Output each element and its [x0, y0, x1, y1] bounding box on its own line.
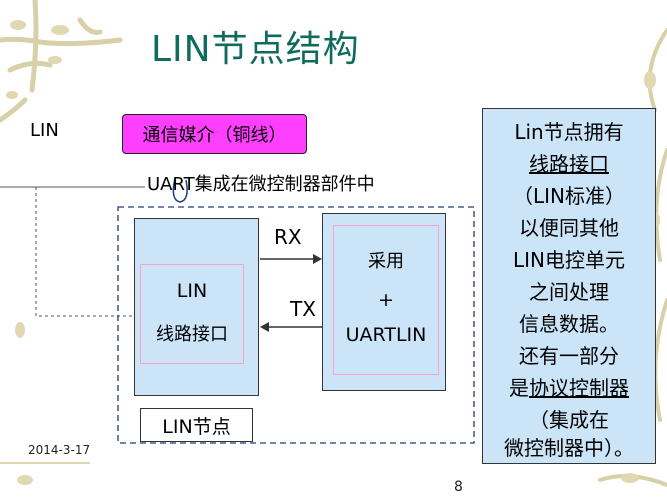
desc-line-3: （LIN标准）: [512, 184, 625, 208]
desc-line-2: 线路接口: [529, 152, 609, 176]
controller-line-1: 采用: [368, 251, 404, 272]
lin-node-caption: LIN节点: [140, 408, 253, 442]
lin-interface-subtitle: 线路接口: [156, 324, 228, 345]
page-title: LIN节点结构: [151, 29, 360, 70]
desc-line-6: 之间处理: [529, 280, 609, 304]
uart-note: UART集成在微控制器部件中: [147, 174, 375, 195]
lin-interface-box: [134, 218, 259, 396]
lin-interface-title: LIN: [176, 280, 208, 302]
lin-interface-inner: [140, 264, 244, 364]
desc-line-5: LIN电控单元: [512, 248, 625, 272]
desc-line-9-protocol: 协议控制器: [529, 376, 629, 400]
description-panel: [482, 108, 656, 464]
desc-line-9-prefix: 是: [509, 376, 529, 400]
desc-line-4: 以便同其他: [519, 216, 619, 240]
desc-line-9: 是协议控制器: [482, 372, 656, 401]
lin-bus-label: LIN: [30, 120, 59, 141]
desc-line-7: 信息数据。: [519, 312, 619, 336]
desc-line-11: 微控制器中）。: [504, 436, 634, 460]
communication-medium-box: 通信媒介（铜线）: [122, 114, 307, 154]
rx-label: RX: [274, 225, 302, 249]
vine-decoration: [0, 0, 123, 123]
tx-label: TX: [290, 297, 316, 321]
controller-line-2: +: [378, 289, 394, 311]
controller-inner: [333, 225, 439, 375]
desc-line-10: （集成在: [529, 408, 609, 432]
desc-line-1: Lin节点拥有: [514, 120, 624, 144]
desc-line-8: 还有一部分: [519, 344, 619, 368]
controller-box: [322, 213, 446, 391]
slide-date: 2014-3-17: [28, 443, 91, 457]
controller-line-3: UARTLIN: [345, 324, 427, 346]
page-number: 8: [454, 479, 463, 495]
